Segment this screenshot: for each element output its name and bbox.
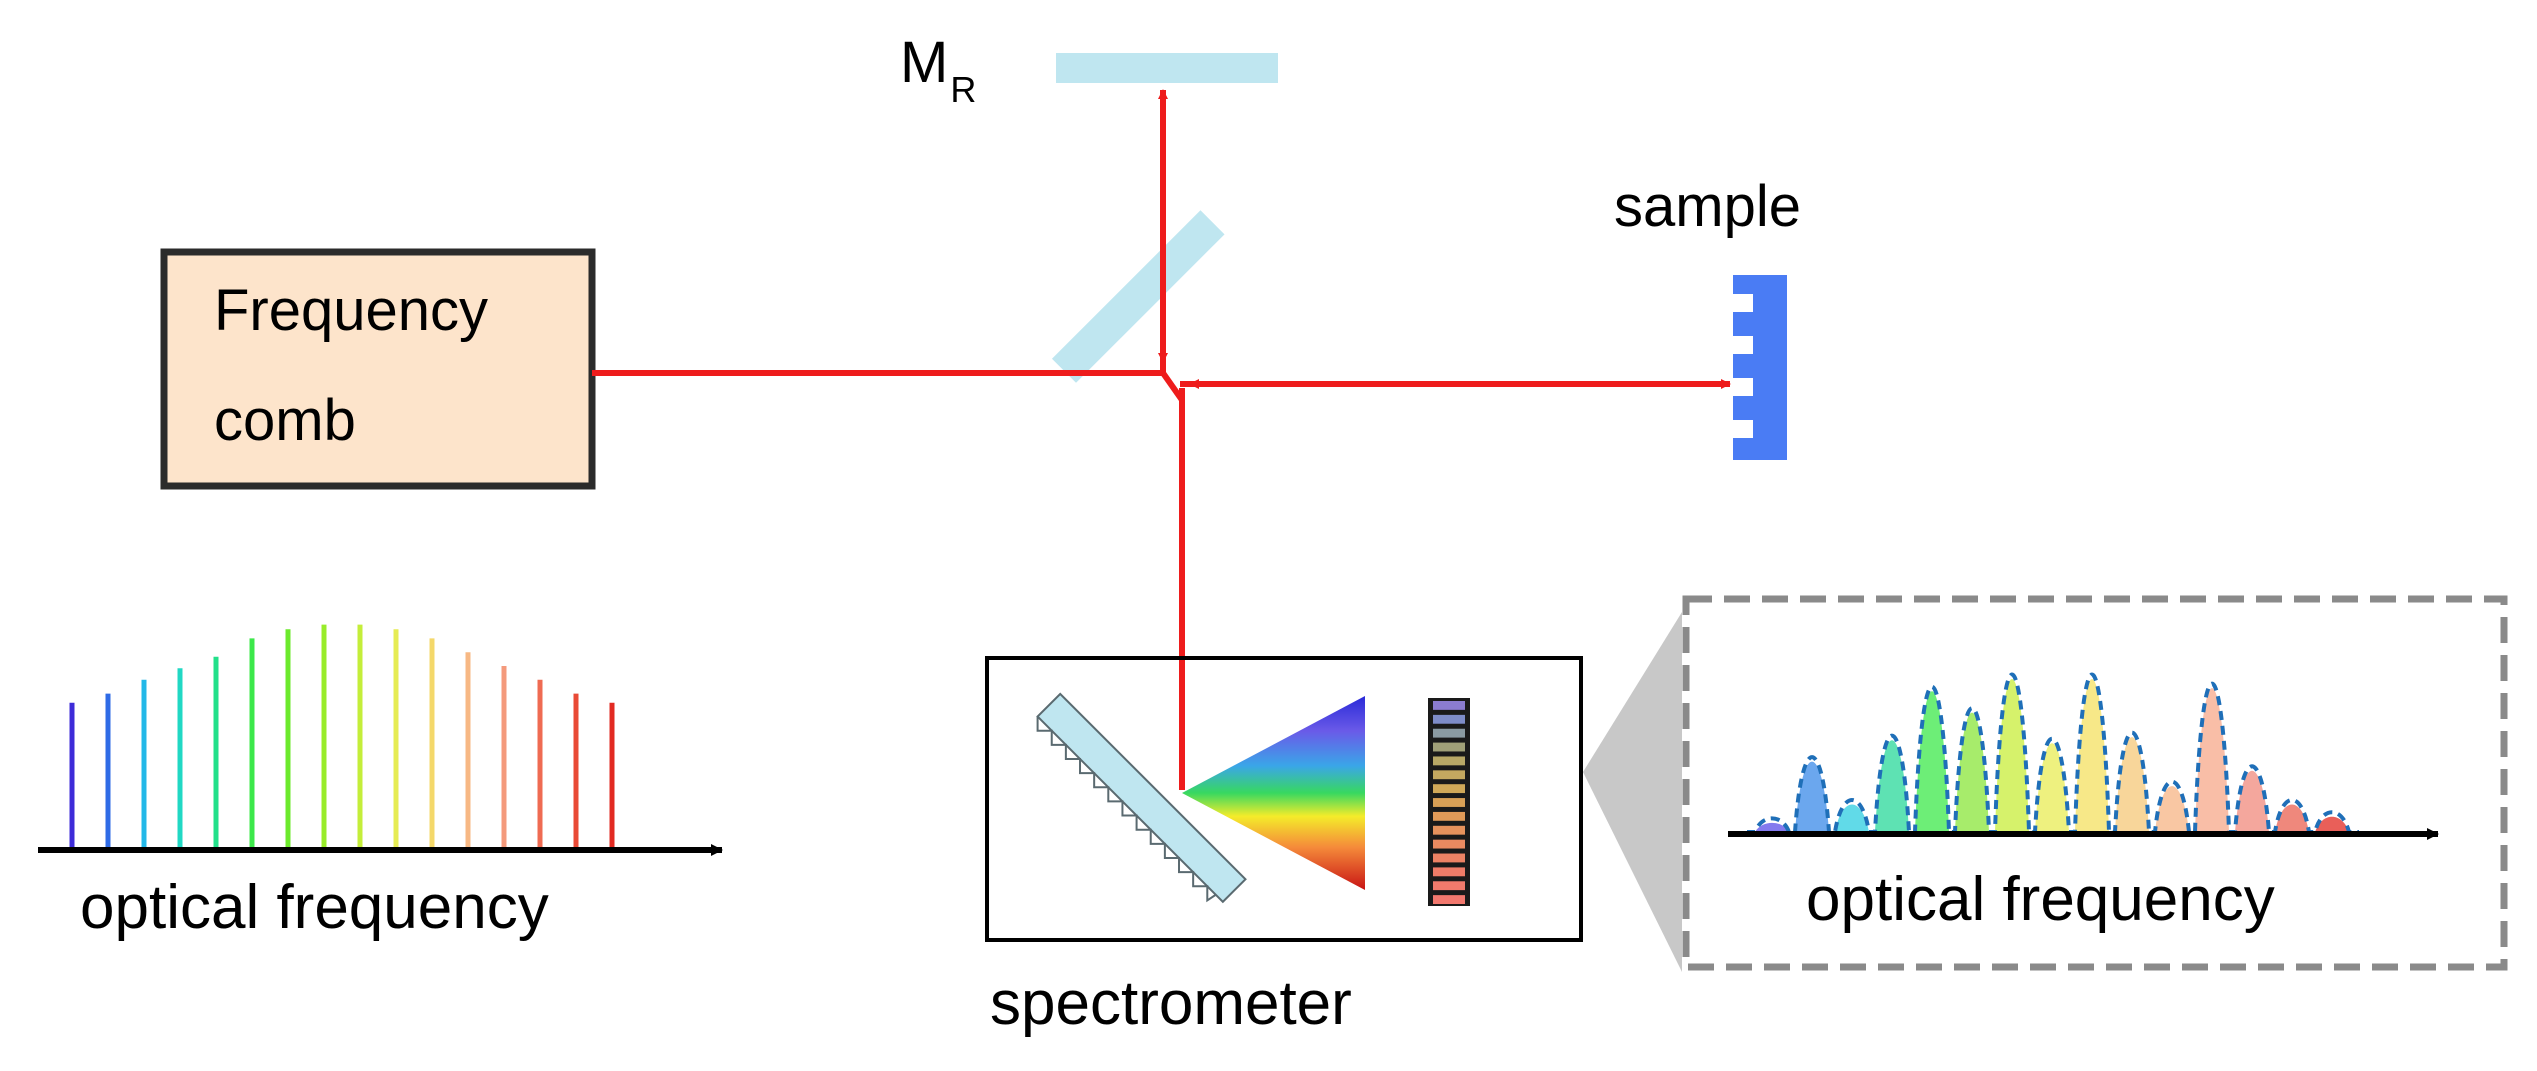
detector-pixel bbox=[1433, 839, 1465, 849]
frequency-comb-label-line2: comb bbox=[214, 388, 356, 453]
detector-pixel bbox=[1433, 756, 1465, 766]
detector-array bbox=[1428, 698, 1470, 906]
fringe-peak bbox=[1755, 822, 1789, 832]
detector-pixel bbox=[1433, 701, 1465, 710]
detector-pixel bbox=[1433, 825, 1465, 835]
fringe-peak bbox=[2275, 804, 2309, 832]
detector-pixel bbox=[1433, 784, 1465, 794]
fringe-peak bbox=[2235, 770, 2269, 832]
detector-pixel bbox=[1433, 714, 1465, 724]
detector-pixel bbox=[1433, 895, 1465, 904]
frequency-comb-label-line1: Frequency bbox=[214, 278, 488, 343]
fringe-peak bbox=[2315, 816, 2349, 832]
laser-beams bbox=[592, 89, 1731, 790]
interference-spectrum-plot: optical frequency bbox=[1728, 672, 2439, 934]
detector-pixel bbox=[1433, 742, 1465, 752]
detector-pixel bbox=[1433, 798, 1465, 807]
comb-lines bbox=[69, 624, 615, 850]
mirror-label-main: M bbox=[900, 30, 948, 95]
detector-pixel bbox=[1433, 728, 1465, 738]
mirror-label-subscript: R bbox=[950, 69, 976, 110]
zoom-connector bbox=[1583, 612, 1682, 972]
sample-label: sample bbox=[1614, 174, 1801, 239]
detector-pixel bbox=[1433, 867, 1465, 877]
detector-pixel bbox=[1433, 881, 1465, 891]
fringe-peak bbox=[2155, 786, 2189, 832]
fringe-envelope-trace bbox=[1747, 672, 2359, 834]
detector-pixel bbox=[1433, 811, 1465, 821]
right-axis-label: optical frequency bbox=[1806, 865, 2275, 934]
reference-mirror bbox=[1056, 53, 1278, 83]
output-beam-link bbox=[1160, 371, 1185, 402]
comb-spectrum-plot: optical frequency bbox=[38, 624, 723, 942]
spectrometer-box bbox=[985, 656, 1583, 942]
fringe-peak bbox=[1835, 804, 1869, 832]
beam-splitter bbox=[1051, 210, 1225, 383]
sample bbox=[1733, 275, 1787, 460]
dispersed-light-fan bbox=[1182, 696, 1365, 890]
diffraction-grating bbox=[1036, 692, 1247, 904]
spectrometer-label: spectrometer bbox=[990, 969, 1352, 1038]
left-axis-label: optical frequency bbox=[80, 873, 549, 942]
detector-pixel bbox=[1433, 770, 1465, 780]
mirror-label: MR bbox=[900, 30, 976, 110]
frequency-comb-box bbox=[160, 248, 596, 490]
detector-pixel bbox=[1433, 853, 1465, 863]
